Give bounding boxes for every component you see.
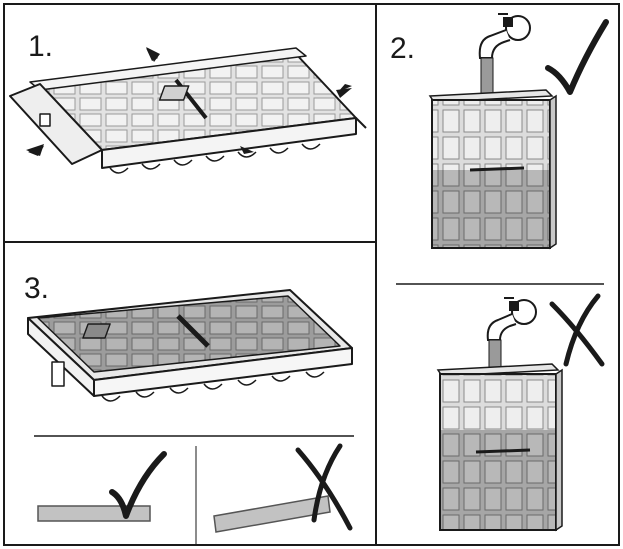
arrow-front-icon	[240, 146, 254, 154]
tilted-strip	[213, 495, 331, 533]
step-1-label: 1.	[28, 30, 53, 63]
checkmark-icon	[545, 19, 609, 95]
filter-wet-area	[440, 430, 556, 530]
faucet-icon	[486, 297, 537, 341]
water-stream	[480, 57, 494, 97]
cassette-front-side	[101, 117, 357, 169]
filter-wet-area	[432, 170, 550, 248]
cassette-grid	[37, 295, 341, 373]
step-1-illustration	[9, 47, 367, 174]
press-arrows	[26, 47, 352, 156]
flat-strip	[37, 505, 151, 522]
step-3-illustration	[27, 289, 353, 402]
cassette-front-side	[93, 347, 353, 397]
center-bar	[176, 314, 210, 348]
water-stream	[488, 339, 502, 371]
checkmark-icon	[109, 451, 167, 519]
step-2-wrong	[436, 293, 605, 532]
outer-frame	[3, 3, 620, 546]
panel-frames	[3, 3, 620, 546]
step-3-label: 3.	[24, 272, 49, 305]
strip-correct	[37, 451, 167, 522]
step-2-correct	[428, 13, 609, 250]
cross-icon	[295, 443, 353, 531]
step-2-label: 2.	[390, 32, 415, 65]
strip-wrong	[213, 443, 353, 533]
faucet-icon	[478, 13, 531, 59]
cross-icon	[549, 293, 605, 367]
